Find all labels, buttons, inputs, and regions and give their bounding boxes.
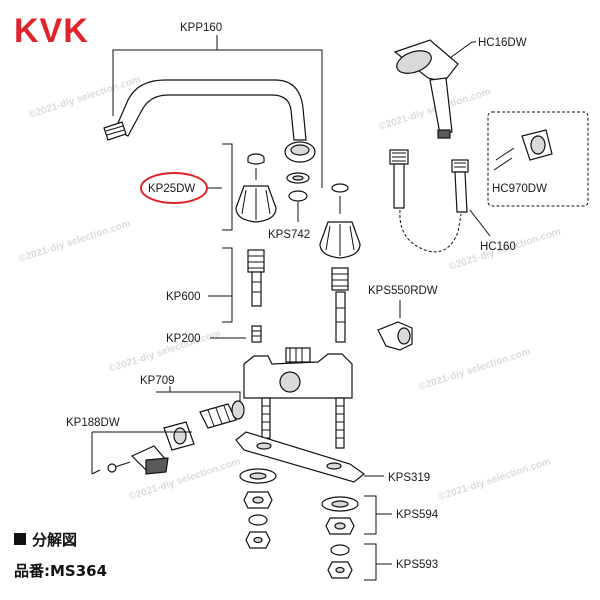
hose-hc160 — [389, 149, 469, 253]
spout-kpp160 — [103, 79, 316, 163]
label-kps593: KPS593 — [396, 559, 438, 571]
valve-seat-kp200 — [251, 325, 262, 343]
nuts-kps593 — [245, 531, 353, 579]
base-plate-kps319 — [235, 431, 365, 483]
label-kps742: KPS742 — [268, 229, 310, 241]
label-kps319: KPS319 — [388, 472, 430, 484]
label-kp25dw: KP25DW — [148, 183, 195, 195]
watermark: ©2021-diy selection.com — [418, 346, 533, 393]
kp188dw-bracket — [91, 431, 192, 475]
cartridge-right — [331, 267, 349, 343]
hc160-leader — [469, 209, 491, 237]
watermark: ©2021-diy selection.com — [18, 218, 133, 265]
watermark: ©2021-diy selection.com — [108, 328, 223, 375]
label-kp188dw: KP188DW — [66, 417, 120, 429]
kps594-bracket — [364, 495, 392, 535]
label-hc160: HC160 — [480, 241, 516, 253]
spout-ring — [286, 172, 310, 202]
hc970dw-box — [487, 111, 589, 207]
label-kps550rdw: KPS550RDW — [368, 285, 438, 297]
caption-title: 分解図 — [32, 531, 77, 549]
label-kp709: KP709 — [140, 375, 175, 387]
kp25dw-bracket — [208, 143, 233, 231]
label-kp600: KP600 — [166, 291, 201, 303]
label-hc970dw: HC970DW — [492, 183, 547, 195]
washers-kps594 — [239, 468, 359, 535]
holder-hc970dw — [493, 129, 553, 171]
kps593-bracket — [364, 543, 392, 581]
kp709-bracket — [156, 391, 241, 402]
lever-assembly — [107, 400, 245, 475]
shower-head-hc16dw — [393, 39, 459, 139]
caption-square-icon — [14, 533, 26, 545]
kpp160-bracket — [112, 49, 323, 188]
label-hc16dw: HC16DW — [478, 37, 527, 49]
kp25dw-highlight — [140, 172, 208, 204]
product-number: 品番:MS364 — [14, 562, 107, 580]
label-kps594: KPS594 — [396, 509, 439, 521]
faucet-body — [243, 347, 353, 449]
hc16dw-leader — [449, 41, 476, 59]
kp600-bracket — [208, 247, 233, 323]
handle-right — [319, 183, 361, 259]
watermark: ©2021-diy selection.com — [438, 456, 553, 503]
elbow-kps550rdw — [377, 321, 413, 351]
watermark-layer: ©2021-diy selection.com ©2021-diy select… — [18, 74, 563, 503]
handle-kp25dw — [235, 153, 277, 223]
label-kp200: KP200 — [166, 333, 201, 345]
cartridge-left-kp600 — [247, 249, 265, 307]
kvk-logo: KVK — [14, 12, 89, 50]
label-kpp160: KPP160 — [180, 22, 222, 34]
